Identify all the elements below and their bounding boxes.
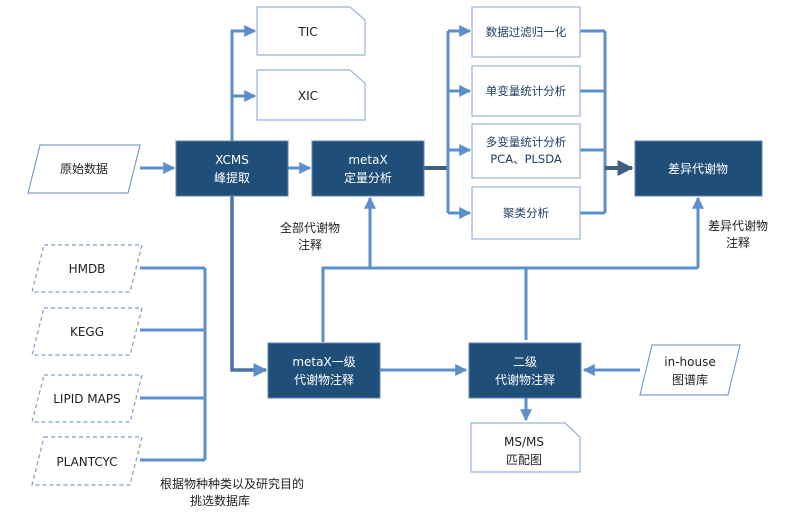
normalize-label: 数据过滤归一化	[486, 25, 567, 39]
tic-node: TIC	[256, 6, 366, 56]
msms-node: MS/MS 匹配图	[470, 422, 581, 473]
hmdb-node: HMDB	[31, 244, 143, 293]
xcms-label-1: XCMS	[215, 153, 249, 167]
all-metabolites-label-1: 全部代谢物	[280, 220, 340, 235]
xic-node: XIC	[256, 69, 366, 121]
inhouse-label-2: 图谱库	[672, 372, 708, 387]
lipid-maps-label: LIPID MAPS	[53, 392, 120, 406]
plantcyc-node: PLANTCYC	[31, 436, 143, 486]
xcms-label-2: 峰提取	[214, 170, 250, 185]
lipid-maps-node: LIPID MAPS	[31, 374, 143, 423]
hmdb-label: HMDB	[69, 262, 106, 276]
inhouse-node: in-house 图谱库	[639, 344, 741, 396]
line-l1-up	[321, 266, 698, 342]
xcms-node: XCMS 峰提取	[175, 140, 289, 197]
l2-label-2: 代谢物注释	[495, 372, 555, 387]
connector-lines	[140, 25, 704, 462]
db-select-label-1: 根据物种种类以及研究目的	[160, 476, 304, 491]
inhouse-label-1: in-house	[664, 355, 715, 369]
diff-metabolites-node: 差异代谢物	[634, 140, 763, 197]
metax-quant-label-1: metaX	[348, 153, 387, 167]
l2-annotation-node: 二级 代谢物注释	[468, 342, 582, 399]
cluster-node: 聚类分析	[471, 186, 581, 240]
db-select-label-2: 挑选数据库	[190, 493, 250, 508]
xic-label: XIC	[298, 89, 318, 103]
diff-annot-label-2: 注释	[726, 235, 750, 250]
cluster-label: 聚类分析	[503, 206, 549, 220]
univariate-label: 单变量统计分析	[486, 84, 567, 98]
metax-quant-node: metaX 定量分析	[311, 140, 425, 197]
plantcyc-label: PLANTCYC	[56, 455, 117, 469]
arrow-xcms-to-metax-l1	[230, 196, 268, 377]
metax-l1-label-1: metaX一级	[292, 355, 355, 369]
multivariate-node: 多变量统计分析 PCA、PLSDA	[471, 123, 581, 179]
multivariate-label-2: PCA、PLSDA	[490, 152, 562, 166]
diff-annot-label-1: 差异代谢物	[708, 218, 768, 233]
metax-l1-label-2: 代谢物注释	[294, 372, 354, 387]
univariate-node: 单变量统计分析	[471, 65, 581, 117]
raw-data-label: 原始数据	[60, 161, 108, 176]
raw-data-node: 原始数据	[27, 144, 141, 194]
msms-label-1: MS/MS	[504, 435, 544, 449]
all-metabolites-label-2: 注释	[298, 237, 322, 252]
msms-label-2: 匹配图	[506, 453, 542, 467]
kegg-node: KEGG	[31, 307, 143, 356]
multivariate-label-1: 多变量统计分析	[486, 135, 567, 149]
arrow-xcms-to-tic	[230, 25, 257, 141]
diff-metabolites-label: 差异代谢物	[668, 161, 728, 176]
kegg-label: KEGG	[70, 325, 104, 339]
metax-l1-node: metaX一级 代谢物注释	[267, 342, 381, 399]
normalize-node: 数据过滤归一化	[471, 6, 581, 58]
l2-label-1: 二级	[513, 355, 537, 369]
tic-label: TIC	[297, 25, 317, 39]
metax-quant-label-2: 定量分析	[344, 170, 392, 185]
